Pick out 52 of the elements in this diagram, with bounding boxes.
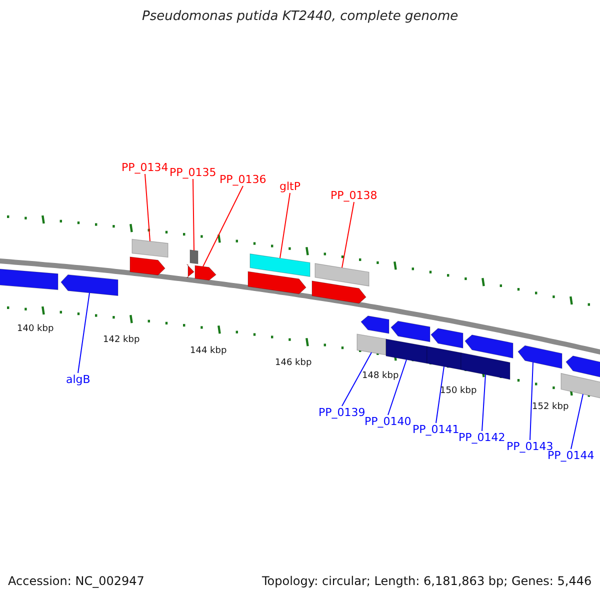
gene-feature xyxy=(314,263,370,286)
leader-line xyxy=(388,359,407,416)
gene-feature xyxy=(0,268,58,290)
leader-line xyxy=(78,292,90,374)
leader-line xyxy=(202,186,244,268)
scale-label: 150 kbp xyxy=(440,385,477,398)
leader-line xyxy=(192,178,194,251)
scale-label: 144 kbp xyxy=(190,345,227,358)
scale-label: 148 kbp xyxy=(362,370,399,383)
map-footnote: Topology: circular; Length: 6,181,863 bp; Genes: 5,446 xyxy=(262,575,592,588)
map-title: Pseudomonas putida KT2440, complete genome xyxy=(142,10,458,23)
gene-label: PP_0135 xyxy=(170,166,216,179)
leader-line xyxy=(342,352,372,406)
gene-feature xyxy=(518,345,562,369)
scale-label: 140 kbp xyxy=(17,323,54,336)
leader-line xyxy=(144,174,150,242)
gene-feature xyxy=(190,250,198,264)
leader-line xyxy=(280,192,290,259)
gene-feature xyxy=(250,253,310,277)
gene-label: PP_0139 xyxy=(318,406,366,419)
leader-line xyxy=(530,362,534,440)
gene-feature xyxy=(464,334,514,358)
scale-label: 152 kbp xyxy=(532,401,569,414)
gene-label: PP_0141 xyxy=(412,423,460,436)
gene-feature xyxy=(132,238,168,258)
gene-feature xyxy=(386,338,428,364)
leader-line xyxy=(570,394,584,450)
gene-label: algB xyxy=(66,373,90,386)
gene-feature xyxy=(356,334,386,356)
gene-feature xyxy=(390,320,430,342)
gene-feature xyxy=(426,346,462,370)
leader-line xyxy=(436,366,444,424)
gene-label: PP_0136 xyxy=(220,173,266,186)
scale-label: 142 kbp xyxy=(103,334,140,347)
gene-feature xyxy=(312,280,366,304)
leader-line xyxy=(342,202,354,268)
gene-feature xyxy=(60,274,118,296)
leader-line xyxy=(482,374,486,432)
gene-label: PP_0134 xyxy=(122,161,168,174)
gene-feature xyxy=(566,356,600,380)
gene-label: PP_0138 xyxy=(330,189,378,202)
gene-label: PP_0140 xyxy=(364,415,412,428)
map-footnote: Accession: NC_002947 xyxy=(8,575,144,588)
gene-label: gltP xyxy=(280,180,300,193)
gene-feature xyxy=(130,256,166,276)
gene-feature xyxy=(560,372,600,400)
scale-label: 146 kbp xyxy=(275,357,312,370)
gene-feature xyxy=(360,316,390,334)
gene-feature xyxy=(460,352,510,380)
gene-feature xyxy=(430,328,464,348)
gene-feature xyxy=(248,271,306,294)
gene-label: PP_0142 xyxy=(458,431,506,444)
